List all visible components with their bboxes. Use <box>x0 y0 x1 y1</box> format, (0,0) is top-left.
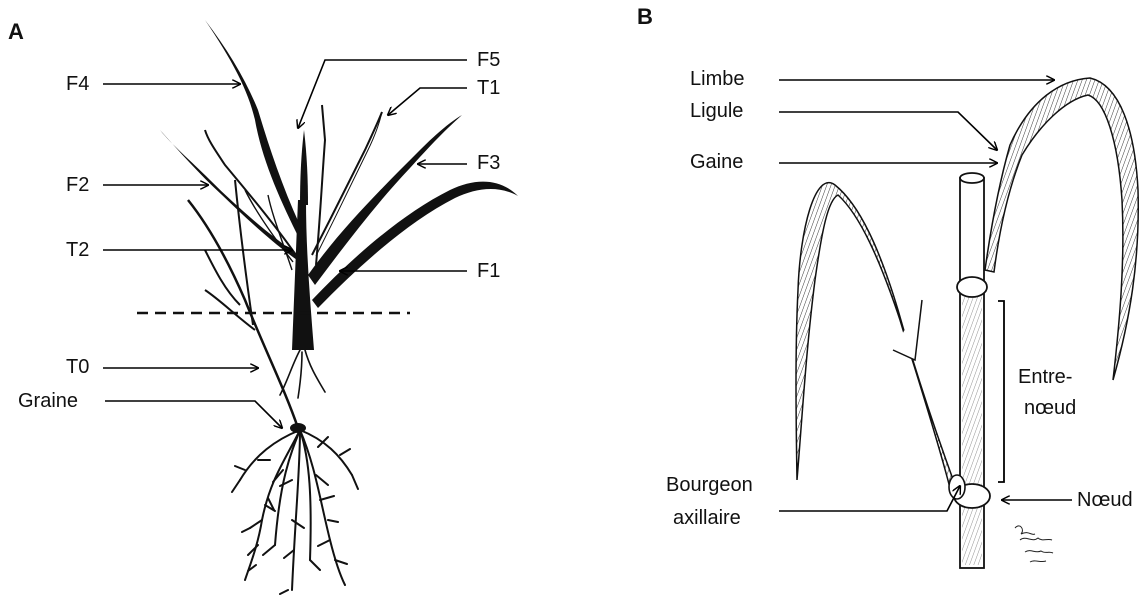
label-limbe: Limbe <box>690 69 744 89</box>
root-system <box>232 430 358 594</box>
label-F2: F2 <box>66 175 89 195</box>
wheat-plant-drawing <box>160 20 518 594</box>
right-leaf-blade <box>985 78 1138 380</box>
label-F3: F3 <box>477 153 500 173</box>
internode-bracket <box>998 301 1004 482</box>
label-noeud: Nœud <box>1077 490 1133 510</box>
panel-a-arrows <box>103 60 467 428</box>
label-ligule: Ligule <box>690 101 743 121</box>
label-entre-noeud-line2: nœud <box>1024 398 1076 418</box>
label-graine: Graine <box>18 391 78 411</box>
label-F5: F5 <box>477 50 500 70</box>
label-entre-noeud-line1: Entre- <box>1018 367 1072 387</box>
label-T1: T1 <box>477 78 500 98</box>
leaf-F4 <box>205 20 306 240</box>
left-leaf-blade <box>796 183 955 488</box>
artist-signature <box>1015 526 1053 562</box>
leaf-F5 <box>300 130 308 205</box>
axillary-bud <box>949 475 965 499</box>
leaf-F2 <box>160 130 300 262</box>
panel-a-letter: A <box>8 21 24 43</box>
label-gaine: Gaine <box>690 152 743 172</box>
label-F4: F4 <box>66 74 89 94</box>
panel-b-letter: B <box>637 6 653 28</box>
label-bourgeon-line1: Bourgeon <box>666 475 753 495</box>
label-T2: T2 <box>66 240 89 260</box>
label-T0: T0 <box>66 357 89 377</box>
label-F1: F1 <box>477 261 500 281</box>
label-bourgeon-line2: axillaire <box>673 508 741 528</box>
upper-node <box>957 277 987 297</box>
